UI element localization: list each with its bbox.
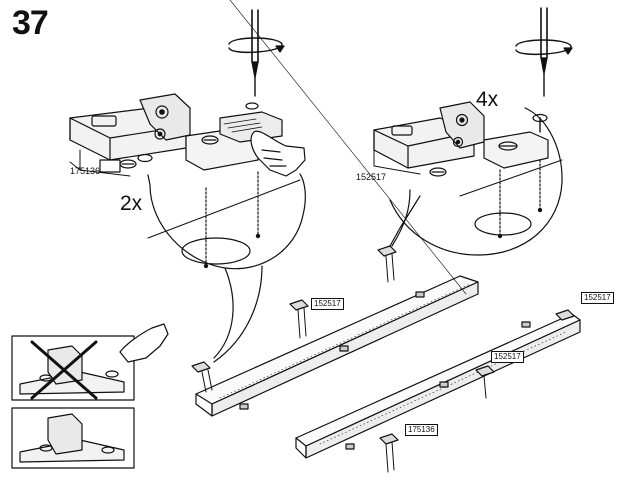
screw-hole-right (474, 212, 532, 236)
panel-label-b: 152517 (581, 292, 614, 304)
right-part-code: 152517 (356, 172, 387, 182)
hinge-right (373, 101, 549, 177)
left-quantity-label: 2x (120, 192, 143, 215)
panel-hinges (191, 245, 575, 473)
panel-label-c: 152517 (491, 351, 524, 363)
screwdriver-right (515, 7, 573, 97)
panel-label-a: 152517 (311, 298, 344, 310)
correct-way-inset (11, 407, 135, 469)
hinge-left (69, 93, 283, 177)
left-detail-bubble (147, 171, 306, 363)
screwdriver-left (228, 9, 285, 97)
step-number: 37 (12, 4, 49, 42)
panel-label-d: 175136 (405, 424, 438, 436)
right-quantity-label: 4x (476, 88, 499, 111)
wrong-way-inset (11, 323, 169, 401)
left-door-panel (195, 0, 479, 417)
right-detail-bubble (384, 107, 563, 256)
screw-hole-left (181, 237, 251, 265)
hand-pointer-icon (250, 130, 306, 177)
left-part-code: 175136 (70, 166, 101, 176)
